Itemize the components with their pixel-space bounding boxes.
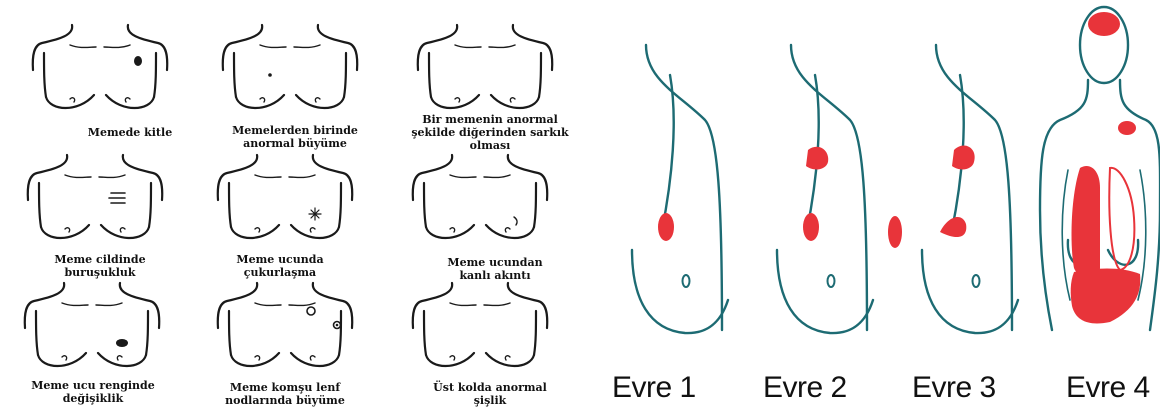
lung-metastasis-left: [1072, 166, 1100, 276]
nipple-color-mark: [116, 339, 128, 347]
sign-caption-1: Memede kitle: [60, 126, 200, 139]
torso-sketch-7: [25, 283, 159, 366]
torso-sketch-3: [418, 25, 552, 108]
torso-sketch-8: [218, 283, 352, 366]
nipple: [973, 275, 980, 287]
torso-sketch-1: [33, 25, 167, 108]
torso-sketch-5: [218, 155, 352, 238]
lymph-node-spread: [806, 147, 828, 170]
stage-label-4: Evre 4: [1066, 371, 1150, 405]
stage-label-2: Evre 2: [763, 371, 847, 405]
cancer-stages-panel: [590, 0, 1160, 414]
lymph-node-dot: [336, 324, 339, 327]
torso-sketch-2: [223, 25, 357, 108]
tumor: [803, 213, 819, 241]
bone-metastasis: [1118, 121, 1136, 135]
arm-line-left: [1062, 170, 1070, 300]
brain-metastasis: [1088, 12, 1120, 36]
nipple: [828, 275, 835, 287]
chest-wall-spread: [888, 216, 902, 248]
breast-cancer-signs-panel: [0, 0, 590, 414]
tumor: [658, 213, 674, 241]
lump-mark: [134, 56, 142, 66]
stage-profile-1: [632, 45, 728, 333]
stage-profile-3: [888, 45, 1018, 333]
torso-sketch-4: [28, 155, 162, 238]
breast-outline: [777, 250, 873, 333]
stage-illustrations: [590, 0, 1160, 414]
breast-outline: [922, 250, 1018, 333]
breast-outline: [632, 250, 728, 333]
growth-mark: [268, 73, 272, 77]
chest-line: [662, 75, 674, 230]
stage-label-3: Evre 3: [912, 371, 996, 405]
wrinkle-mark: [109, 193, 125, 203]
stage-profile-2: [777, 45, 873, 333]
retraction-mark: [309, 208, 321, 220]
tumor: [940, 217, 966, 237]
torso-sketch-9: [413, 283, 547, 366]
lymph-node-spread: [952, 146, 975, 170]
lung-metastasis-right: [1109, 168, 1134, 270]
stage-label-1: Evre 1: [612, 371, 696, 405]
torso-sketch-6: [413, 155, 547, 238]
lymph-node-mark: [307, 307, 315, 315]
liver-metastasis: [1071, 269, 1141, 324]
discharge-mark: [514, 217, 517, 225]
signs-sketches: [0, 0, 590, 414]
nipple: [683, 275, 690, 287]
